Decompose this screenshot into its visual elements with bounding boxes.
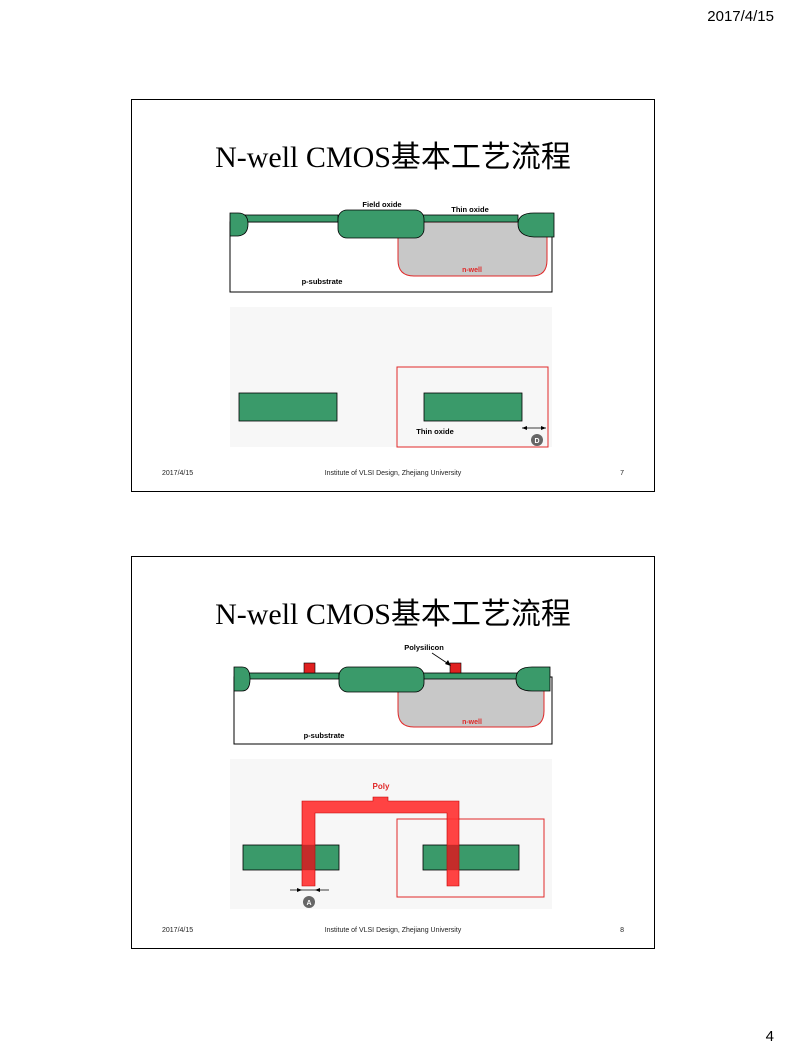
p-substrate-label: p-substrate [304,731,345,740]
page-header-date: 2017/4/15 [707,8,774,25]
p-substrate-label: p-substrate [302,277,343,286]
slide-8: N-well CMOS基本工艺流程 Polysilicon n-well p-s… [131,556,655,949]
poly-over-active-left [302,845,315,870]
arrow-left-icon [315,888,320,892]
field-oxide-label: Field oxide [362,200,401,209]
active-right [423,392,523,422]
layout-background [230,759,552,909]
poly-gate-left [303,662,316,674]
field-oxide-right [517,212,555,238]
marker-label: A [306,900,311,907]
layout-background [230,307,552,447]
poly-over-active-right [447,845,459,870]
n-well-region [397,676,545,728]
marker-label: D [534,438,539,445]
thin-oxide-right [421,672,519,680]
footer-institute: Institute of VLSI Design, Zhejiang Unive… [324,470,462,477]
active-right [422,844,520,871]
arrow-left-icon [522,426,527,430]
footer-date: 2017/4/15 [162,927,194,934]
n-well-outline [396,366,549,448]
layout-thin-oxide-label: Thin oxide [416,427,454,436]
slide-7-figure: Field oxide Thin oxide n-well p-substrat… [229,200,555,448]
n-well-region [397,221,548,277]
field-oxide-right [515,666,551,692]
field-oxide-left [229,212,249,237]
active-left [242,844,340,871]
footer-date: 2017/4/15 [162,470,194,477]
field-oxide-center [337,209,425,239]
arrow-right-icon [541,426,546,430]
slide-title: N-well CMOS基本工艺流程 [215,141,571,174]
polysilicon-label: Polysilicon [404,643,444,652]
n-well-label: n-well [462,267,482,274]
arrow-head-icon [445,660,451,666]
thin-oxide-right [421,214,519,223]
active-left [238,392,338,422]
n-well-label: n-well [462,719,482,726]
slide-8-figure: Polysilicon n-well p-substrate Poly A [230,643,553,909]
poly-label: Poly [373,782,390,791]
thin-oxide-label: Thin oxide [451,205,489,214]
thin-oxide-left [243,672,340,680]
thin-oxide-left [241,214,339,223]
poly-gate-right [449,662,462,674]
page-number: 4 [765,1028,774,1045]
arrow-right-icon [297,888,302,892]
n-well-outline [396,818,545,898]
field-oxide-left [233,666,251,692]
footer-slide-number: 7 [620,470,624,477]
footer-slide-number: 8 [620,927,624,934]
poly-wire [301,796,460,887]
marker-circle-icon [303,896,315,908]
footer-institute: Institute of VLSI Design, Zhejiang Unive… [324,927,462,934]
slide-7: N-well CMOS基本工艺流程 Field oxide Thin oxide… [131,99,655,492]
slide-title: N-well CMOS基本工艺流程 [215,598,571,631]
marker-circle-icon [531,434,543,446]
field-oxide-center [338,666,425,693]
